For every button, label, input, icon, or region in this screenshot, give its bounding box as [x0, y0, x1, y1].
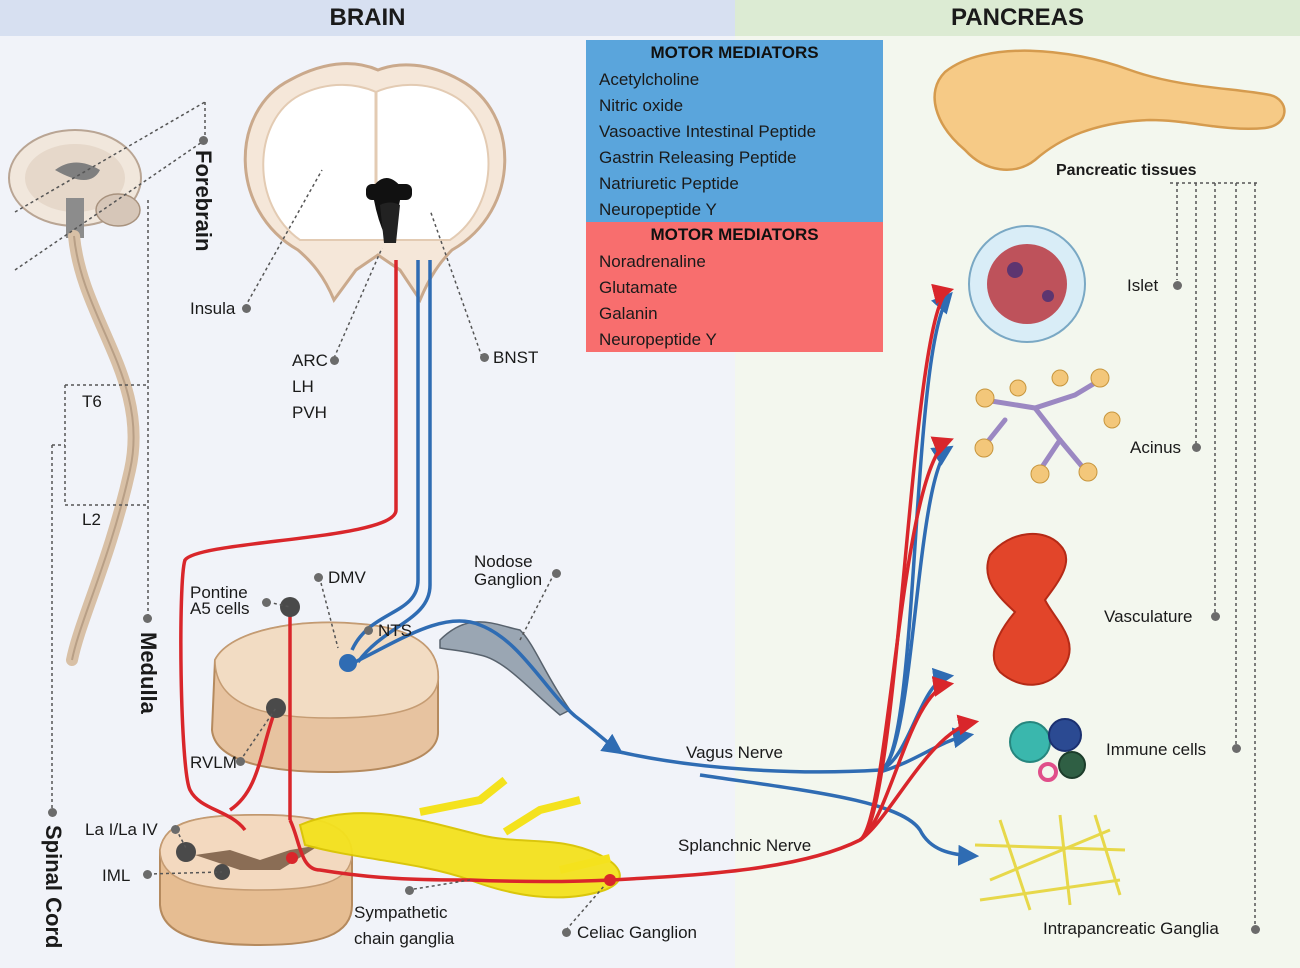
nts-dot	[364, 626, 373, 635]
nodose-dot	[552, 569, 561, 578]
vasculature-label: Vasculature	[1104, 607, 1193, 626]
islet-dot	[1173, 281, 1182, 290]
medulla-dot	[143, 614, 152, 623]
mediator-item: Neuropeptide Y	[599, 330, 717, 349]
spinal-cord-label: Spinal Cord	[41, 825, 66, 949]
coronal-brain-icon	[243, 62, 507, 304]
acinus-icon	[982, 377, 1103, 473]
pontine-label-line1: Pontine	[190, 583, 248, 602]
sympathetic-box-title: MOTOR MEDIATORS	[650, 225, 819, 244]
forebrain-label: Forebrain	[191, 150, 216, 252]
mediator-item: Glutamate	[599, 278, 678, 297]
la-dot	[171, 825, 180, 834]
immune-cells-dot	[1232, 744, 1241, 753]
insula-dot	[242, 304, 251, 313]
lh-label: LH	[292, 377, 314, 396]
nodose-ganglion-icon	[439, 621, 572, 716]
islet-icon	[968, 225, 1086, 343]
l2-label: L2	[82, 510, 101, 529]
pontine-label-line2: A5 cells	[190, 599, 250, 618]
rvlm-label: RVLM	[190, 753, 237, 772]
medulla-label: Medulla	[136, 632, 161, 714]
la-label: La I/La IV	[85, 820, 158, 839]
sagittal-brain-icon	[8, 129, 142, 238]
brain-header: BRAIN	[0, 0, 735, 36]
rvlm-dot	[236, 757, 245, 766]
dmv-dot	[314, 573, 323, 582]
iml-dot	[143, 870, 152, 879]
mediator-item: Vasoactive Intestinal Peptide	[599, 122, 817, 141]
parasympathetic-box-title: MOTOR MEDIATORS	[650, 43, 819, 62]
nodose-label-line2: Ganglion	[474, 570, 543, 589]
celiac-ganglion-label: Celiac Ganglion	[577, 923, 698, 942]
bnst-label: BNST	[493, 348, 539, 367]
nts-label: NTS	[378, 621, 412, 640]
celiac-dot	[562, 928, 571, 937]
splanchnic-nerve-label: Splanchnic Nerve	[678, 836, 812, 855]
forebrain-dot	[199, 136, 208, 145]
spinal-cord-shape	[66, 230, 140, 666]
islet-label: Islet	[1127, 276, 1159, 295]
vasculature-dot	[1211, 612, 1220, 621]
parasympathetic-mediators-box: MOTOR MEDIATORS Acetylcholine Nitric oxi…	[586, 40, 883, 222]
vagus-nerve-label: Vagus Nerve	[686, 743, 784, 762]
t6-label: T6	[82, 392, 102, 411]
arc-label: ARC	[292, 351, 328, 370]
dmv-label: DMV	[328, 568, 366, 587]
arc-dot	[330, 356, 339, 365]
vasculature-icon	[986, 532, 1071, 686]
acinus-dot	[1192, 443, 1201, 452]
intrapancreatic-ganglia-label: Intrapancreatic Ganglia	[1043, 919, 1219, 938]
intrapancreatic-ganglia-icon	[974, 814, 1126, 911]
immune-cells-icon	[1009, 718, 1086, 782]
pvh-label: PVH	[292, 403, 327, 422]
pancreas-organ	[933, 49, 1286, 171]
medulla-icon	[210, 621, 440, 774]
sympathetic-chain-label-line2: chain ganglia	[354, 929, 455, 948]
immune-cells-label: Immune cells	[1106, 740, 1207, 759]
mediator-item: Noradrenaline	[599, 252, 706, 271]
pancreas-header: PANCREAS	[735, 0, 1300, 36]
acinus-label: Acinus	[1130, 438, 1182, 457]
mediator-item: Galanin	[599, 304, 658, 323]
insula-label: Insula	[190, 299, 236, 318]
mediator-item: Gastrin Releasing Peptide	[599, 148, 797, 167]
iml-label: IML	[102, 866, 131, 885]
bnst-dot	[480, 353, 489, 362]
sympathetic-chain-icon	[298, 812, 621, 899]
sympathetic-chain-label-line1: Sympathetic	[354, 903, 448, 922]
mediator-item: Natriuretic Peptide	[599, 174, 739, 193]
spinal-cord-dot	[48, 808, 57, 817]
mediator-item: Neuropeptide Y	[599, 200, 717, 219]
intrapancreatic-ganglia-dot	[1251, 925, 1260, 934]
pontine-dot	[262, 598, 271, 607]
nodose-label-line1: Nodose	[474, 552, 533, 571]
pancreatic-tissues-title: Pancreatic tissues	[1056, 162, 1197, 179]
sympathetic-mediators-box: MOTOR MEDIATORS Noradrenaline Glutamate …	[586, 222, 883, 352]
mediator-item: Acetylcholine	[599, 70, 700, 89]
mediator-item: Nitric oxide	[599, 96, 684, 115]
sympathetic-chain-dot	[405, 886, 414, 895]
